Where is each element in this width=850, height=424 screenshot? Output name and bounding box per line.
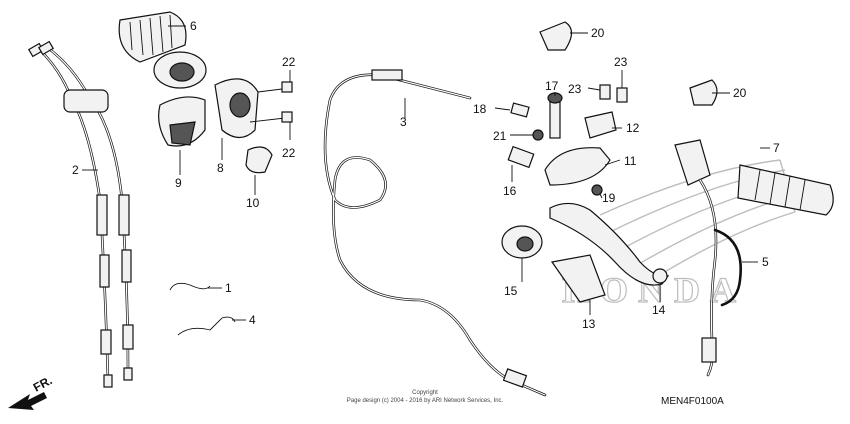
callout-23-top: 23 — [614, 55, 628, 69]
callout-8: 8 — [217, 161, 224, 175]
callout-13: 13 — [582, 317, 596, 331]
copyright-line-1: Copyright — [412, 390, 438, 396]
callout-4: 4 — [249, 313, 256, 327]
callout-5: 5 — [762, 255, 769, 269]
wire-clamps-20 — [539, 21, 718, 106]
callout-11: 11 — [624, 154, 637, 168]
callout-10: 10 — [246, 196, 260, 210]
throttle-housing-parts — [158, 78, 273, 174]
callout-6: 6 — [190, 19, 197, 33]
bolts-22 — [249, 81, 293, 123]
throttle-cable-assembly — [27, 40, 134, 388]
callout-9: 9 — [175, 176, 182, 190]
direction-label: FR. — [31, 373, 55, 394]
callout-22-top: 22 — [282, 55, 296, 69]
callout-1: 1 — [225, 281, 232, 295]
left-grip-switch — [674, 139, 834, 377]
callout-17: 17 — [545, 79, 559, 93]
throttle-grip — [118, 11, 207, 89]
clutch-cable — [323, 69, 547, 397]
callout-15: 15 — [504, 284, 518, 298]
leader-lines — [82, 25, 770, 321]
cable-clips — [169, 282, 236, 336]
callout-3: 3 — [400, 115, 407, 129]
callout-labels: 6 2 3 1 4 5 7 8 9 10 11 12 13 14 15 16 1… — [72, 19, 780, 331]
clutch-lever — [549, 202, 670, 303]
callout-19: 19 — [602, 191, 616, 205]
callout-22-bottom: 22 — [282, 146, 296, 160]
callout-2: 2 — [72, 163, 79, 177]
callout-18: 18 — [473, 102, 487, 116]
lever-bracket-cluster — [507, 84, 628, 196]
callout-16: 16 — [503, 184, 517, 198]
front-direction-arrow: FR. — [8, 373, 54, 410]
callout-23-left: 23 — [568, 82, 582, 96]
callout-20-right: 20 — [733, 86, 747, 100]
callout-21: 21 — [493, 129, 507, 143]
callout-20-top: 20 — [591, 26, 605, 40]
copyright-line-2: Page design (c) 2004 - 2016 by ARI Netwo… — [347, 398, 504, 404]
lever-pivot — [501, 225, 543, 259]
diagram-code: MEN4F0100A — [661, 396, 724, 407]
callout-12: 12 — [626, 121, 640, 135]
callout-7: 7 — [773, 141, 780, 155]
callout-14: 14 — [652, 303, 666, 317]
